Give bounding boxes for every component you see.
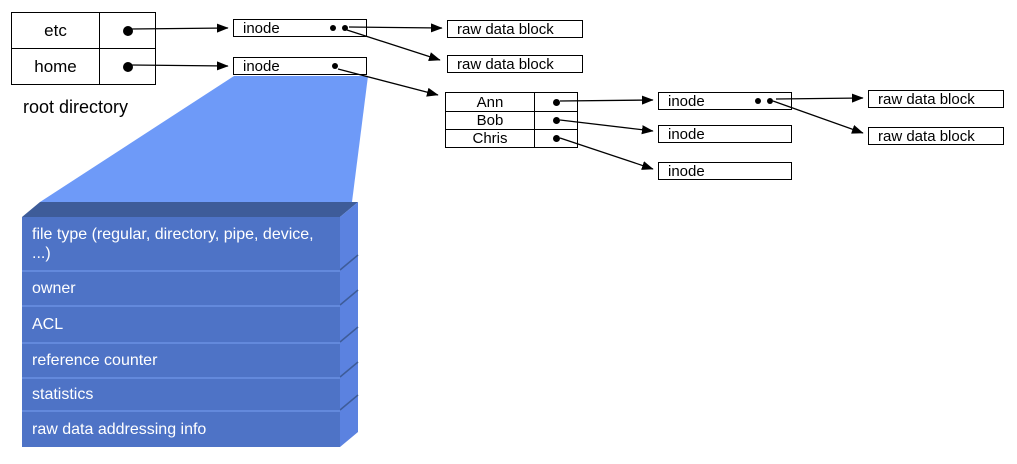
inode-field-row: file type (regular, directory, pipe, dev… (22, 217, 340, 270)
pointer-dot-icon (767, 98, 773, 104)
inode-field-label: reference counter (32, 352, 158, 369)
pointer-cell (535, 93, 577, 111)
pointer-dot-icon (552, 117, 560, 124)
inode-structure-fields: file type (regular, directory, pipe, dev… (22, 217, 340, 447)
dir-entry-name: Chris (446, 130, 535, 147)
side-face-dividers (339, 254, 359, 411)
raw-data-block-label: raw data block (457, 55, 554, 73)
inode-field-row: statistics (22, 377, 340, 410)
inode-label: inode (668, 162, 705, 180)
pointer-dot-icon (552, 98, 560, 106)
pointer-cell (100, 49, 155, 84)
inode-field-label: ACL (32, 316, 64, 333)
table-row: Ann (446, 93, 577, 111)
inode-field-label: file type (regular, directory, pipe, dev… (32, 225, 314, 262)
inode-box-chris: inode (658, 162, 792, 180)
inode-box-bob: inode (658, 125, 792, 143)
dir-entry-name: Ann (446, 93, 535, 111)
inode-field-row: raw data addressing info (22, 410, 340, 447)
inode-label: inode (668, 92, 705, 110)
pointer-dot-icon (122, 61, 133, 72)
root-directory-caption: root directory (23, 97, 129, 117)
inode-structure-top-face (22, 202, 358, 217)
table-row: home (12, 48, 155, 84)
inode-field-label: statistics (32, 386, 94, 403)
inode-structure-side-face (340, 202, 358, 447)
raw-data-block-label: raw data block (457, 20, 554, 38)
raw-data-block: raw data block (447, 55, 583, 73)
pointer-dot-icon (755, 98, 761, 104)
raw-data-block: raw data block (868, 127, 1004, 145)
inode-field-row: ACL (22, 305, 340, 342)
root-directory-table: etc home (11, 12, 156, 85)
raw-data-block: raw data block (447, 20, 583, 38)
pointer-cell (535, 112, 577, 129)
inode-label: inode (243, 19, 280, 37)
inode-field-row: owner (22, 270, 340, 305)
pointer-cell (535, 130, 577, 147)
raw-data-block: raw data block (868, 90, 1004, 108)
dir-entry-name: Bob (446, 112, 535, 129)
inode-box-etc: inode (233, 19, 367, 37)
pointer-dot-icon (342, 25, 348, 31)
dir-entry-name: home (12, 49, 100, 84)
inode-box-ann: inode (658, 92, 792, 110)
home-directory-table: Ann Bob Chris (445, 92, 578, 148)
dir-entry-name: etc (12, 13, 100, 48)
inode-field-label: raw data addressing info (32, 421, 207, 438)
table-row: etc (12, 13, 155, 48)
zoom-funnel-shape (40, 76, 368, 202)
inode-field-row: reference counter (22, 342, 340, 377)
table-row: Bob (446, 111, 577, 129)
inode-field-label: owner (32, 280, 76, 297)
pointer-dot-icon (330, 25, 336, 31)
inode-label: inode (243, 57, 280, 75)
inode-box-home: inode (233, 57, 367, 75)
pointer-dot-icon (552, 135, 560, 142)
table-row: Chris (446, 129, 577, 147)
pointer-dot-icon (332, 63, 338, 69)
raw-data-block-label: raw data block (878, 127, 975, 145)
pointer-dot-icon (122, 25, 133, 36)
raw-data-block-label: raw data block (878, 90, 975, 108)
pointer-cell (100, 13, 155, 48)
inode-label: inode (668, 125, 705, 143)
